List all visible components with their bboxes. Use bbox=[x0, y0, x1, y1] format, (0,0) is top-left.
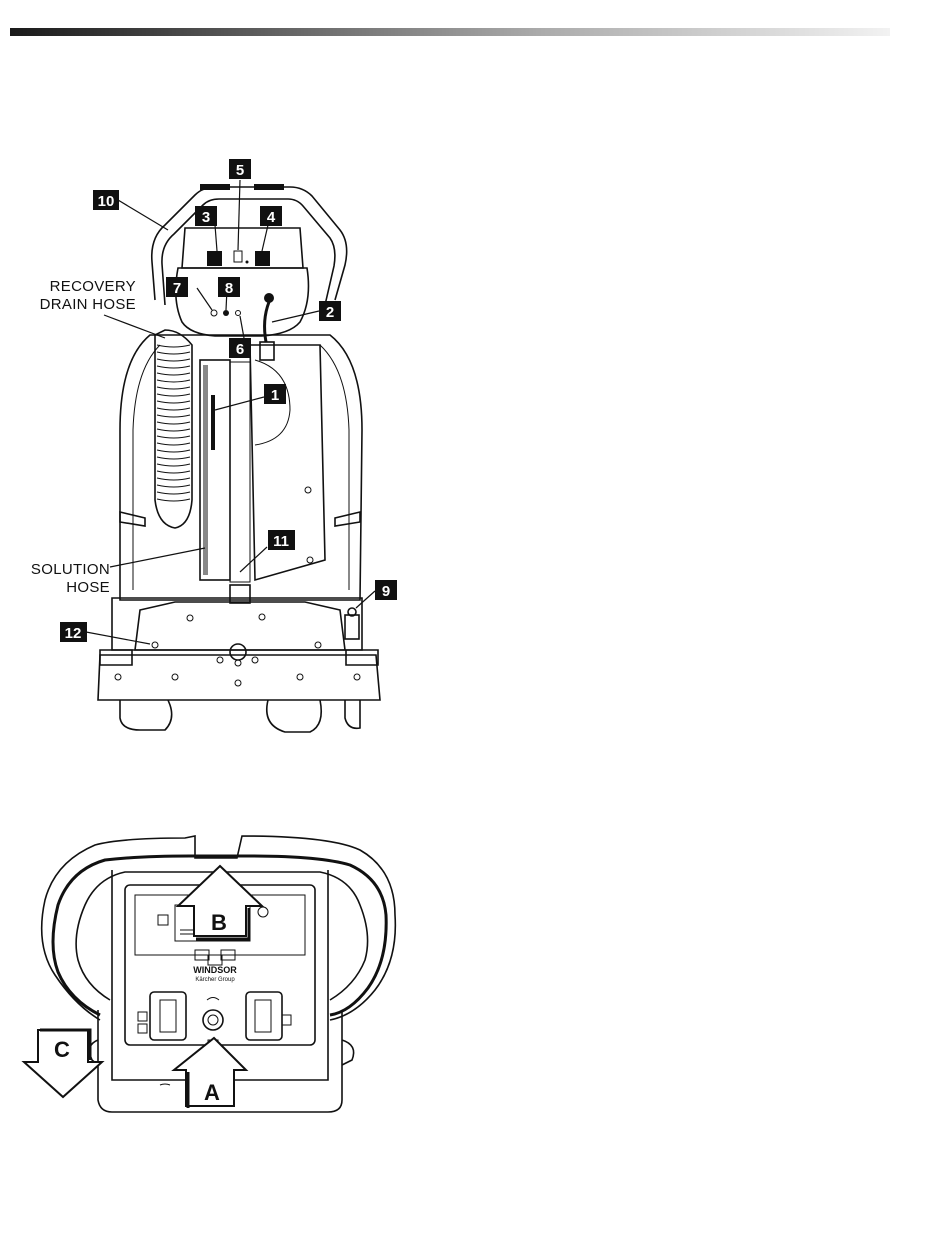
svg-text:1: 1 bbox=[271, 387, 279, 404]
callout-10: 10 bbox=[93, 190, 119, 210]
recovery-drain-hose-label-1: RECOVERY bbox=[50, 278, 136, 295]
callout-4: 4 bbox=[260, 206, 282, 226]
svg-text:9: 9 bbox=[382, 583, 390, 600]
callout-6: 6 bbox=[229, 338, 251, 358]
machine-body bbox=[120, 330, 362, 600]
svg-text:5: 5 bbox=[236, 162, 244, 179]
recovery-drain-hose-label-2: DRAIN HOSE bbox=[40, 296, 136, 313]
svg-text:6: 6 bbox=[236, 341, 244, 358]
hose-rib bbox=[157, 387, 190, 389]
callout-7: 7 bbox=[166, 277, 188, 297]
callout-8: 8 bbox=[218, 277, 240, 297]
hose-rib bbox=[157, 436, 190, 438]
arrow-b-up: B bbox=[178, 866, 262, 939]
svg-text:7: 7 bbox=[173, 280, 181, 297]
callout-3: 3 bbox=[195, 206, 217, 226]
callout-12: 12 bbox=[60, 622, 87, 642]
hose-rib bbox=[157, 492, 190, 494]
hose-rib bbox=[157, 366, 190, 368]
hose-rib bbox=[157, 380, 190, 382]
svg-text:10: 10 bbox=[98, 193, 115, 210]
svg-text:12: 12 bbox=[65, 625, 82, 642]
left-switch-icon bbox=[138, 1012, 147, 1021]
hose-rib bbox=[157, 422, 190, 424]
hose-rib bbox=[157, 471, 190, 473]
hose-rib bbox=[157, 478, 190, 480]
solution-hose-label-2: HOSE bbox=[66, 579, 110, 596]
base-plate bbox=[98, 585, 380, 732]
hose-rib bbox=[157, 450, 190, 452]
top-view-diagram: WINDSOR Kärcher Group B A bbox=[24, 836, 395, 1112]
callout-5: 5 bbox=[229, 159, 251, 179]
hose-rib bbox=[157, 457, 190, 459]
svg-text:4: 4 bbox=[267, 209, 276, 226]
hose-rib bbox=[157, 499, 190, 501]
indicator-6 bbox=[236, 311, 241, 316]
svg-text:8: 8 bbox=[225, 280, 233, 297]
svg-text:2: 2 bbox=[326, 304, 334, 321]
hose-rib bbox=[157, 352, 190, 354]
callout-2: 2 bbox=[319, 301, 341, 321]
switch-3 bbox=[207, 251, 222, 266]
arrow-a-up: A bbox=[174, 1038, 246, 1108]
cable-port bbox=[264, 293, 274, 303]
hose-rib bbox=[157, 408, 190, 410]
right-switch bbox=[246, 992, 282, 1040]
drain-valve bbox=[345, 615, 359, 639]
svg-text:A: A bbox=[204, 1080, 220, 1105]
arrow-c-down: C bbox=[24, 1030, 102, 1097]
switch-4 bbox=[255, 251, 270, 266]
hose-rib bbox=[157, 401, 190, 403]
right-switch-icon bbox=[282, 1015, 291, 1025]
hose-rib bbox=[157, 429, 190, 431]
callout-9: 9 bbox=[375, 580, 397, 600]
callout-1: 1 bbox=[264, 384, 286, 404]
svg-text:C: C bbox=[54, 1037, 70, 1062]
hose-rib bbox=[157, 373, 190, 375]
rear-view-diagram: 1 2 3 4 5 6 7 8 bbox=[31, 159, 397, 732]
indicator-7 bbox=[211, 310, 217, 316]
indicator-8 bbox=[223, 310, 229, 316]
callout-11: 11 bbox=[268, 530, 295, 550]
svg-text:WINDSOR: WINDSOR bbox=[193, 965, 237, 975]
hose-rib bbox=[157, 394, 190, 396]
indicator-5 bbox=[234, 251, 242, 262]
hose-rib bbox=[157, 345, 190, 347]
level-gauge bbox=[211, 395, 215, 450]
warning-icon bbox=[158, 915, 168, 925]
hose-rib bbox=[157, 415, 190, 417]
svg-text:Kärcher Group: Kärcher Group bbox=[195, 977, 235, 983]
hose-rib bbox=[157, 359, 190, 361]
left-switch bbox=[150, 992, 186, 1040]
svg-text:B: B bbox=[211, 910, 227, 935]
svg-text:3: 3 bbox=[202, 209, 210, 226]
svg-text:11: 11 bbox=[273, 533, 289, 550]
hose-rib bbox=[157, 443, 190, 445]
hose-rib bbox=[157, 464, 190, 466]
solution-hose-label-1: SOLUTION bbox=[31, 561, 110, 578]
center-knob bbox=[203, 1010, 223, 1030]
hose-rib bbox=[157, 485, 190, 487]
